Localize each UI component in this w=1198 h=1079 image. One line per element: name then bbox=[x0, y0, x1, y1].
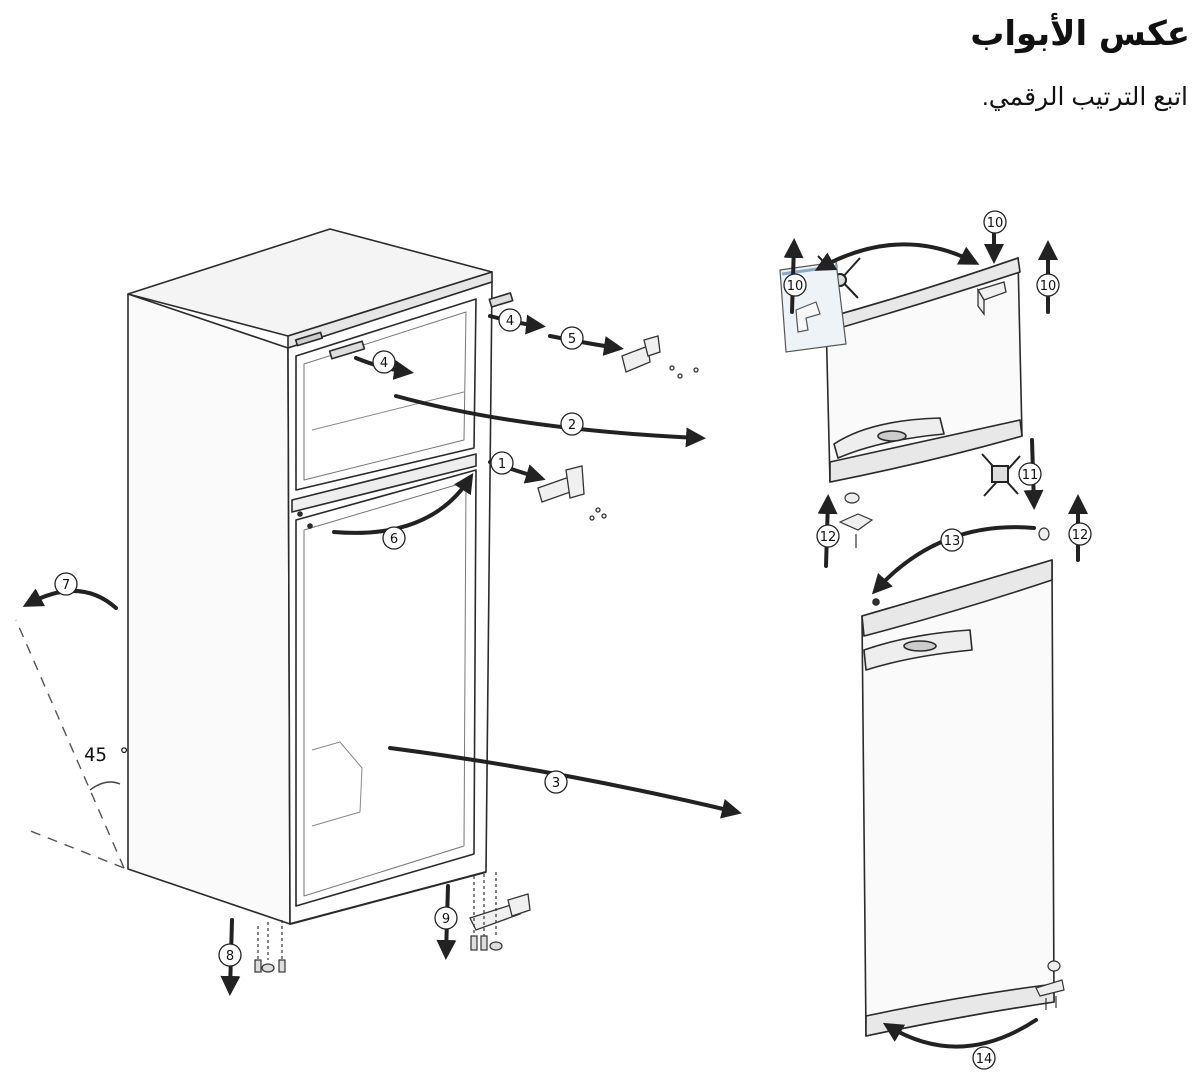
foot-screws bbox=[254, 872, 503, 973]
middle-hinge-parts bbox=[537, 465, 607, 521]
svg-text:9: 9 bbox=[442, 912, 450, 927]
step-4a: 4 bbox=[372, 350, 396, 374]
svg-text:4: 4 bbox=[506, 314, 514, 329]
svg-text:10: 10 bbox=[787, 279, 804, 294]
door-top-bracket bbox=[977, 281, 1007, 316]
fridge-cabinet bbox=[127, 228, 514, 925]
step-4b: 4 bbox=[498, 308, 522, 332]
page-title: عكس الأبواب bbox=[970, 14, 1190, 54]
svg-text:10: 10 bbox=[1040, 279, 1057, 294]
crossed-out-part-mid bbox=[981, 453, 1021, 497]
svg-text:12: 12 bbox=[820, 530, 837, 545]
bottom-hinge-parts bbox=[469, 893, 531, 931]
step-10b: 10 bbox=[983, 210, 1007, 234]
fridge-door bbox=[861, 559, 1055, 1037]
svg-text:4: 4 bbox=[380, 356, 388, 371]
step-10a: 10 bbox=[783, 273, 807, 297]
middle-small-parts bbox=[838, 492, 1050, 548]
step-12a: 12 bbox=[816, 524, 840, 548]
step-13: 13 bbox=[940, 528, 964, 552]
instruction-text: اتبع الترتيب الرقمي. bbox=[981, 83, 1188, 111]
step-labels: 1 2 3 4 4 5 6 7 8 9 10 10 10 11 12 12 13… bbox=[54, 210, 1092, 1070]
svg-text:3: 3 bbox=[552, 776, 560, 791]
svg-text:11: 11 bbox=[1022, 468, 1039, 483]
svg-text:6: 6 bbox=[390, 532, 398, 547]
step-2: 2 bbox=[560, 412, 584, 436]
svg-text:14: 14 bbox=[976, 1052, 993, 1067]
fridge-door-bottom-parts bbox=[1035, 960, 1065, 1010]
step-10c: 10 bbox=[1036, 273, 1060, 297]
svg-text:7: 7 bbox=[62, 578, 70, 593]
angle-label: 45 ° bbox=[84, 744, 130, 766]
step-11: 11 bbox=[1018, 462, 1042, 486]
svg-text:1: 1 bbox=[498, 457, 506, 472]
svg-text:2: 2 bbox=[568, 418, 576, 433]
step-8: 8 bbox=[218, 943, 242, 967]
step-14: 14 bbox=[972, 1046, 996, 1070]
freezer-door bbox=[825, 257, 1023, 483]
top-hinge-parts bbox=[621, 335, 699, 379]
svg-text:13: 13 bbox=[944, 534, 961, 549]
step-3: 3 bbox=[544, 770, 568, 794]
svg-text:5: 5 bbox=[568, 332, 576, 347]
step-12b: 12 bbox=[1068, 522, 1092, 546]
svg-text:8: 8 bbox=[226, 949, 234, 964]
tilt-angle-guide bbox=[15, 619, 125, 869]
angle-arc bbox=[89, 781, 121, 791]
step-6: 6 bbox=[382, 526, 406, 550]
step-7: 7 bbox=[54, 572, 78, 596]
step-9: 9 bbox=[434, 906, 458, 930]
step-1: 1 bbox=[490, 451, 514, 475]
svg-text:10: 10 bbox=[987, 216, 1004, 231]
svg-text:12: 12 bbox=[1072, 528, 1089, 543]
step-5: 5 bbox=[560, 326, 584, 350]
